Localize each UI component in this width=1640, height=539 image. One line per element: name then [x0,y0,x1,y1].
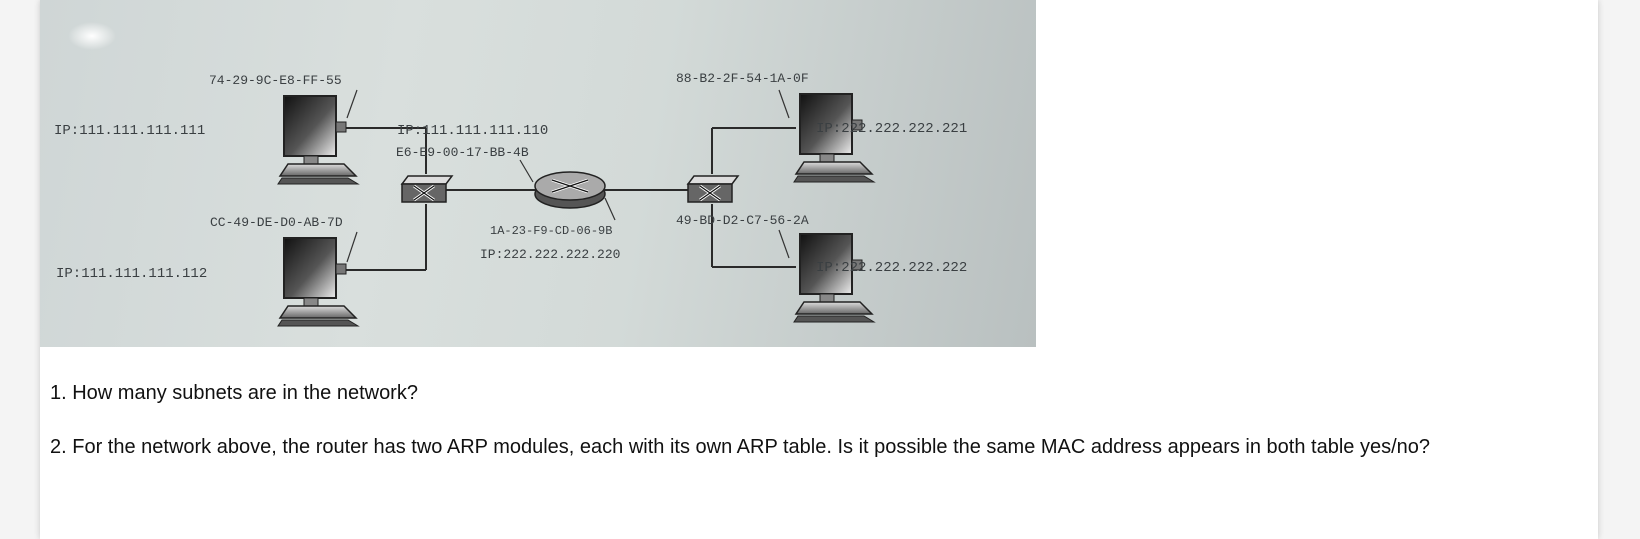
host-111-111-111-111-icon [277,95,359,185]
mac-router-left-interface: E6-E9-00-17-BB-4B [396,145,529,160]
question-1: 1. How many subnets are in the network? [50,382,418,404]
ip-left-top-host: IP:111.111.111.111 [54,123,205,139]
router-icon [534,171,606,209]
host-222-222-222-221-icon [793,93,875,183]
ip-router-right-interface: IP:222.222.222.220 [480,247,620,262]
camera-glare [68,22,116,50]
mac-right-top-host: 88-B2-2F-54-1A-0F [676,71,809,86]
mac-router-right-interface: 1A-23-F9-CD-06-9B [490,224,612,238]
left-switch-icon [400,174,454,204]
question-card: 74-29-9C-E8-FF-55 IP:111.111.111.111 CC-… [40,0,1598,539]
ip-right-bottom-host: IP:222.222.222.222 [816,260,967,276]
mac-right-bottom-host: 49-BD-D2-C7-56-2A [676,213,809,228]
label-leader-lines [346,89,790,263]
ip-router-left-interface: IP:111.111.111.110 [397,123,548,139]
right-switch-icon [686,174,740,204]
question-2: 2. For the network above, the router has… [50,436,1431,458]
ip-right-top-host: IP:222.222.222.221 [816,121,967,137]
host-111-111-111-112-icon [277,237,359,327]
network-links [340,127,796,271]
network-diagram-photo: 74-29-9C-E8-FF-55 IP:111.111.111.111 CC-… [40,0,1036,347]
mac-left-bottom-host: CC-49-DE-D0-AB-7D [210,215,343,230]
host-222-222-222-222-icon [793,233,875,323]
ip-left-bottom-host: IP:111.111.111.112 [56,266,207,282]
mac-left-top-host: 74-29-9C-E8-FF-55 [209,73,342,88]
network-diagram: 74-29-9C-E8-FF-55 IP:111.111.111.111 CC-… [54,22,967,327]
